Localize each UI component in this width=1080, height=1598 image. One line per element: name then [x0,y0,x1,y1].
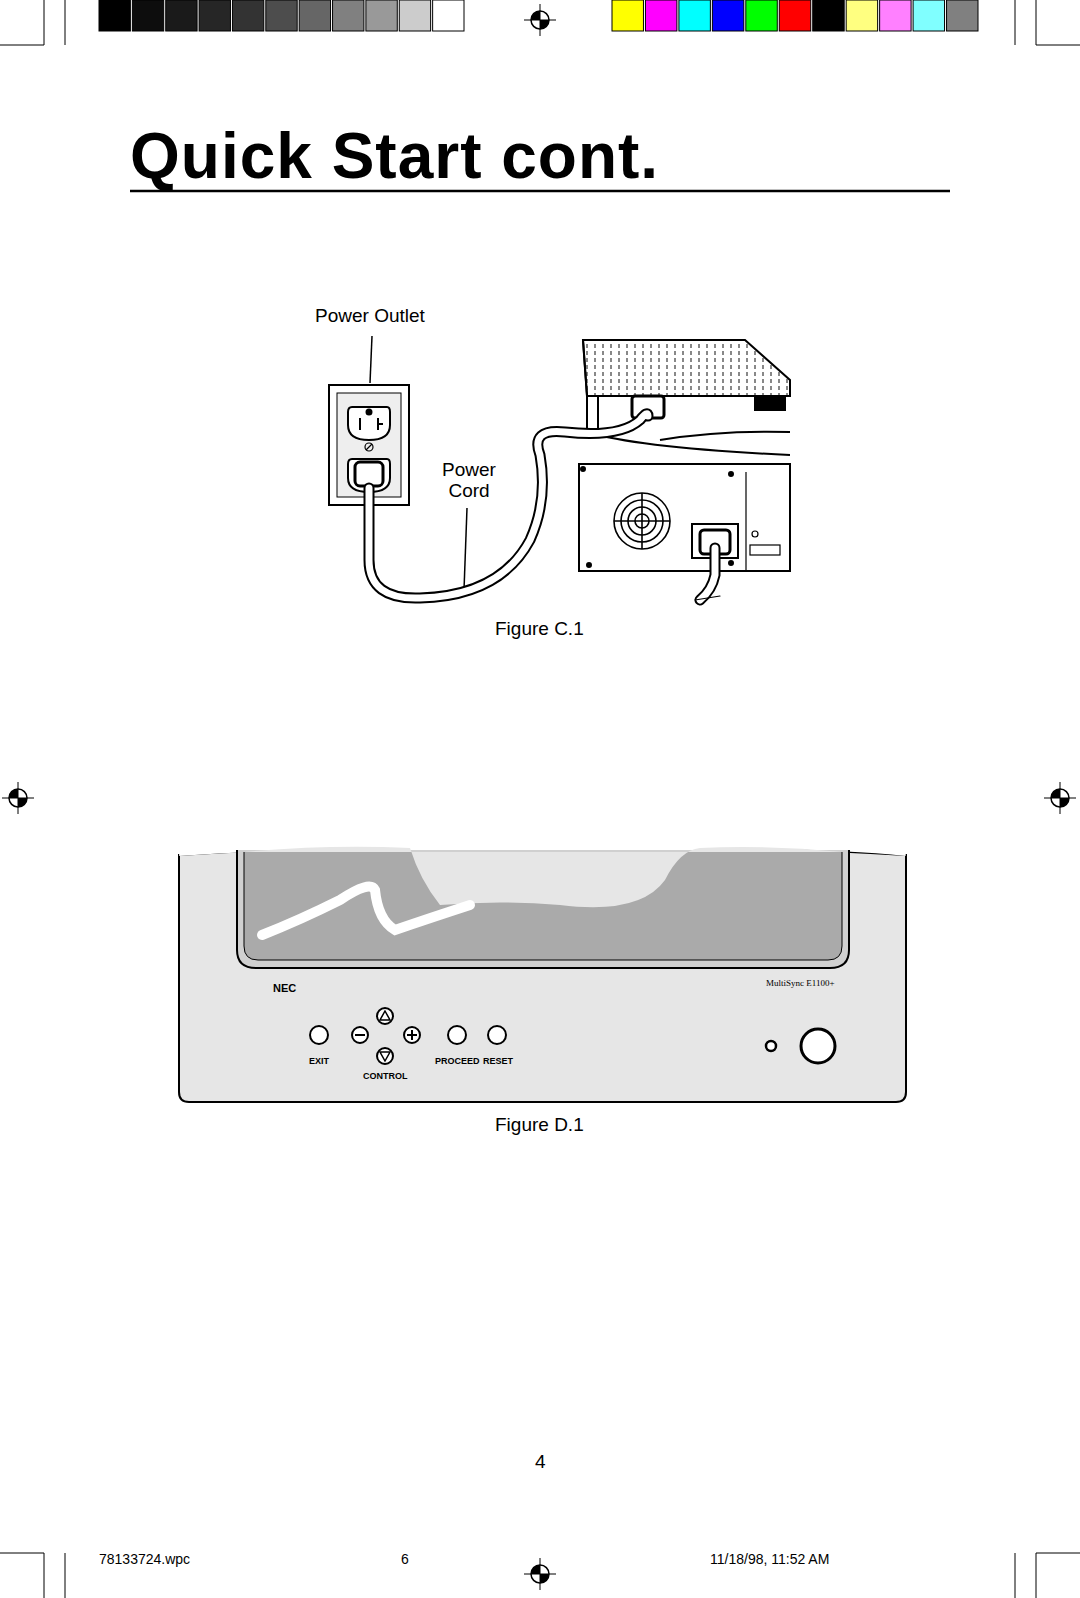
button-label: RESET [483,1057,513,1067]
registration-mark [2,782,34,814]
registration-mark [1044,782,1076,814]
button-label: PROCEED [435,1057,480,1067]
color-bar [612,0,978,31]
color-patch [199,0,230,31]
color-patch [99,0,130,31]
button-label: EXIT [309,1057,329,1067]
color-patch [333,0,364,31]
color-patch [299,0,330,31]
color-patch [846,0,877,31]
leader-line [370,336,372,383]
color-patch [433,0,464,31]
button-label: CONTROL [363,1072,408,1082]
color-patch [813,0,844,31]
color-patch [779,0,810,31]
color-patch [913,0,944,31]
color-patch [132,0,163,31]
model-label: MultiSync E1100+ [766,979,835,989]
power-cord [369,414,720,600]
footer-filename: 78133724.wpc [99,1552,190,1567]
color-patch [947,0,978,31]
registration-mark [524,4,556,36]
footer-date: 11/18/98, 11:52 AM [710,1552,829,1567]
page-number: 4 [535,1452,546,1473]
color-patch [645,0,676,31]
brand-label: NEC [273,982,296,994]
color-patch [232,0,263,31]
color-patch [880,0,911,31]
monitor-front [179,844,906,1102]
color-patch [746,0,777,31]
color-patch [266,0,297,31]
part-label: Power Cord [439,460,499,502]
color-patch [399,0,430,31]
page-title: Quick Start cont. [130,121,659,191]
figure-caption: Figure C.1 [495,619,584,640]
color-patch [166,0,197,31]
leader-line [464,508,467,590]
gray-bar [99,0,464,31]
color-patch [712,0,743,31]
color-patch [679,0,710,31]
color-patch [612,0,643,31]
registration-mark [524,1558,556,1590]
figure-caption: Figure D.1 [495,1115,584,1136]
part-label: Power Outlet [315,306,425,327]
footer-page: 6 [401,1552,409,1567]
monitor-back [579,340,790,571]
color-patch [366,0,397,31]
